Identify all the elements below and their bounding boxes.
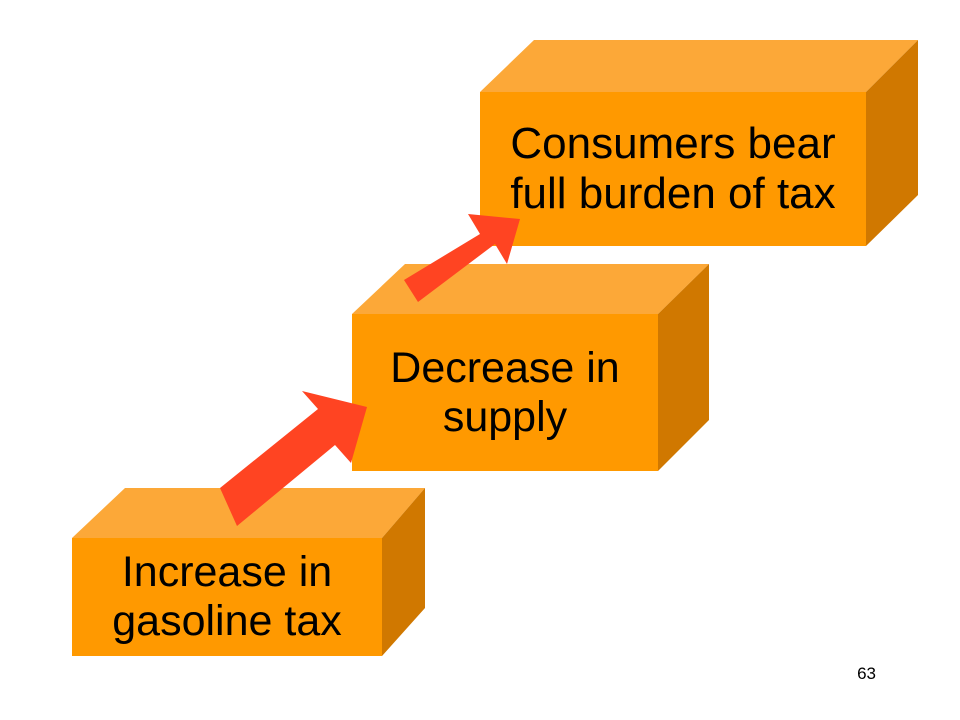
- step-box-2-side: [658, 264, 709, 471]
- step-box-1-front: [72, 538, 382, 656]
- step-box-2-front: [352, 314, 658, 471]
- step-box-3-side: [866, 40, 918, 246]
- arrow-step-1-to-2: [220, 391, 367, 526]
- step-label-2: Decrease in supply: [390, 343, 620, 441]
- step-label-3: Consumers bear full burden of tax: [510, 119, 836, 218]
- page-number: 63: [857, 664, 876, 683]
- step-box-3: [480, 40, 918, 246]
- step-box-1-side: [382, 488, 425, 656]
- step-label-1: Increase in gasoline tax: [112, 548, 342, 645]
- step-box-1: [72, 488, 425, 656]
- step-box-2: [352, 264, 709, 471]
- arrow-step-2-to-3: [404, 214, 520, 302]
- step-box-3-top: [480, 40, 918, 92]
- step-box-3-front: [480, 92, 866, 246]
- step-box-2-top: [352, 264, 709, 314]
